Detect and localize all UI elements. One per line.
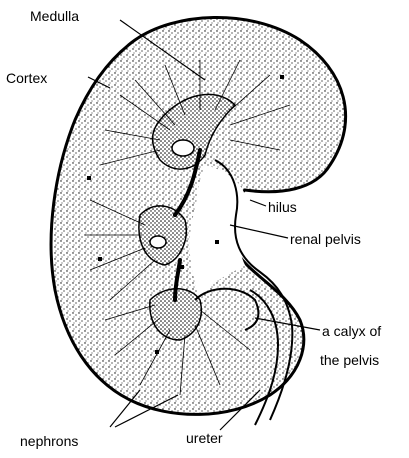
label-calyx-line1: a calyx of	[322, 323, 381, 339]
label-cortex: Cortex	[6, 70, 47, 86]
leader-hilus	[250, 200, 266, 206]
label-nephrons: nephrons	[20, 433, 78, 449]
label-medulla: Medulla	[30, 8, 79, 24]
label-renal-pelvis: renal pelvis	[290, 231, 361, 247]
label-ureter: ureter	[186, 430, 223, 446]
calyx-cavity	[172, 140, 194, 156]
label-calyx-line2: the pelvis	[320, 352, 379, 368]
calyx-cavity	[150, 236, 166, 248]
label-hilus: hilus	[268, 199, 297, 215]
